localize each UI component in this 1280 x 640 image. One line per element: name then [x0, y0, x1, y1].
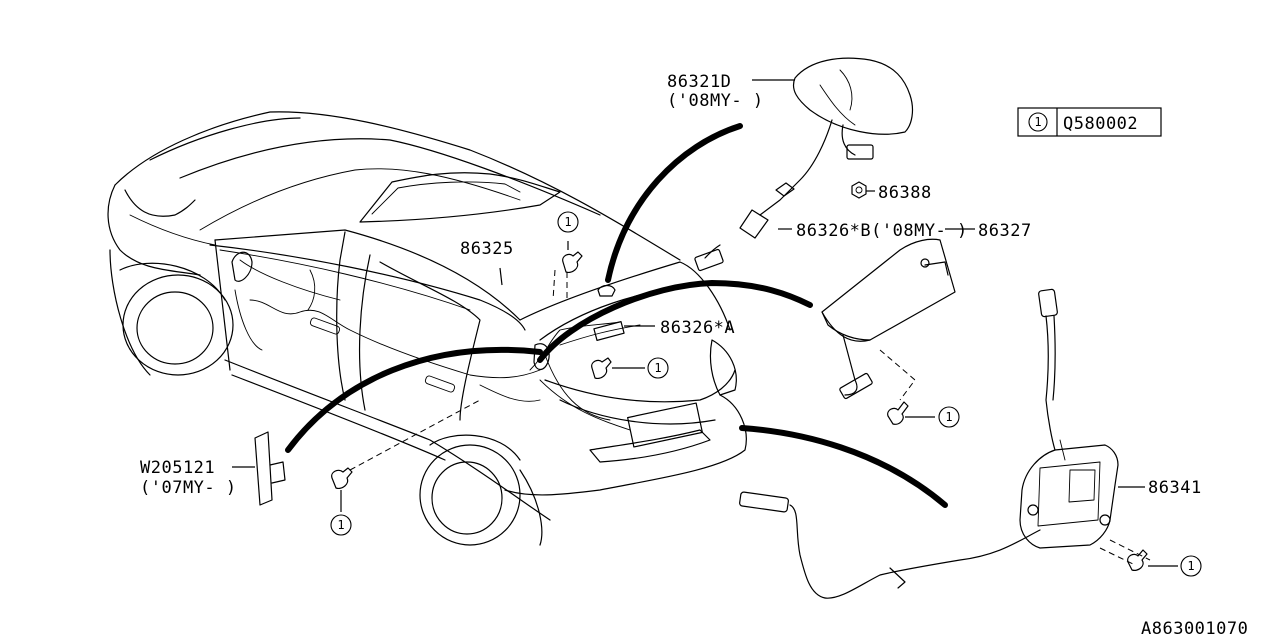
callout-marker: 1: [647, 357, 669, 379]
figure-id: A863001070: [1141, 619, 1248, 639]
vehicle-body-drawing: [107, 111, 747, 546]
callout-marker: 1: [557, 211, 579, 233]
fasteners: [562, 251, 612, 379]
callout-number: 1: [945, 410, 952, 424]
label-86325: 86325: [460, 239, 514, 259]
label-W205121: W205121: [140, 458, 215, 478]
control-module-part: [821, 238, 956, 425]
label-86326A: 86326*A: [660, 318, 735, 338]
callout-number: 1: [654, 361, 661, 375]
label-86321D: 86321D: [667, 72, 731, 92]
label-86388: 86388: [878, 183, 932, 203]
callout-number: 1: [1187, 559, 1194, 573]
antenna-part: [694, 57, 914, 272]
guide-lines: [285, 123, 948, 508]
liftgate-switch-part: [739, 288, 1151, 599]
legend-code: Q580002: [1063, 114, 1138, 134]
callout-marker: 1: [330, 514, 352, 536]
label-86321D-note: ('08MY- ): [667, 91, 764, 111]
callout-marker: 1: [938, 406, 960, 428]
leader-lines: [232, 79, 1178, 567]
legend-symbol: 1: [1034, 115, 1041, 129]
callout-number: 1: [564, 215, 571, 229]
bracket-part: [254, 399, 481, 506]
callout-number: 1: [337, 518, 344, 532]
label-86327: 86327: [978, 221, 1032, 241]
legend-box: 1 Q580002: [1017, 107, 1162, 137]
label-86341: 86341: [1148, 478, 1202, 498]
label-W205121-note: ('07MY- ): [140, 478, 237, 498]
callout-marker: 1: [1180, 555, 1202, 577]
label-86326B: 86326*B('08MY- ): [796, 221, 968, 241]
